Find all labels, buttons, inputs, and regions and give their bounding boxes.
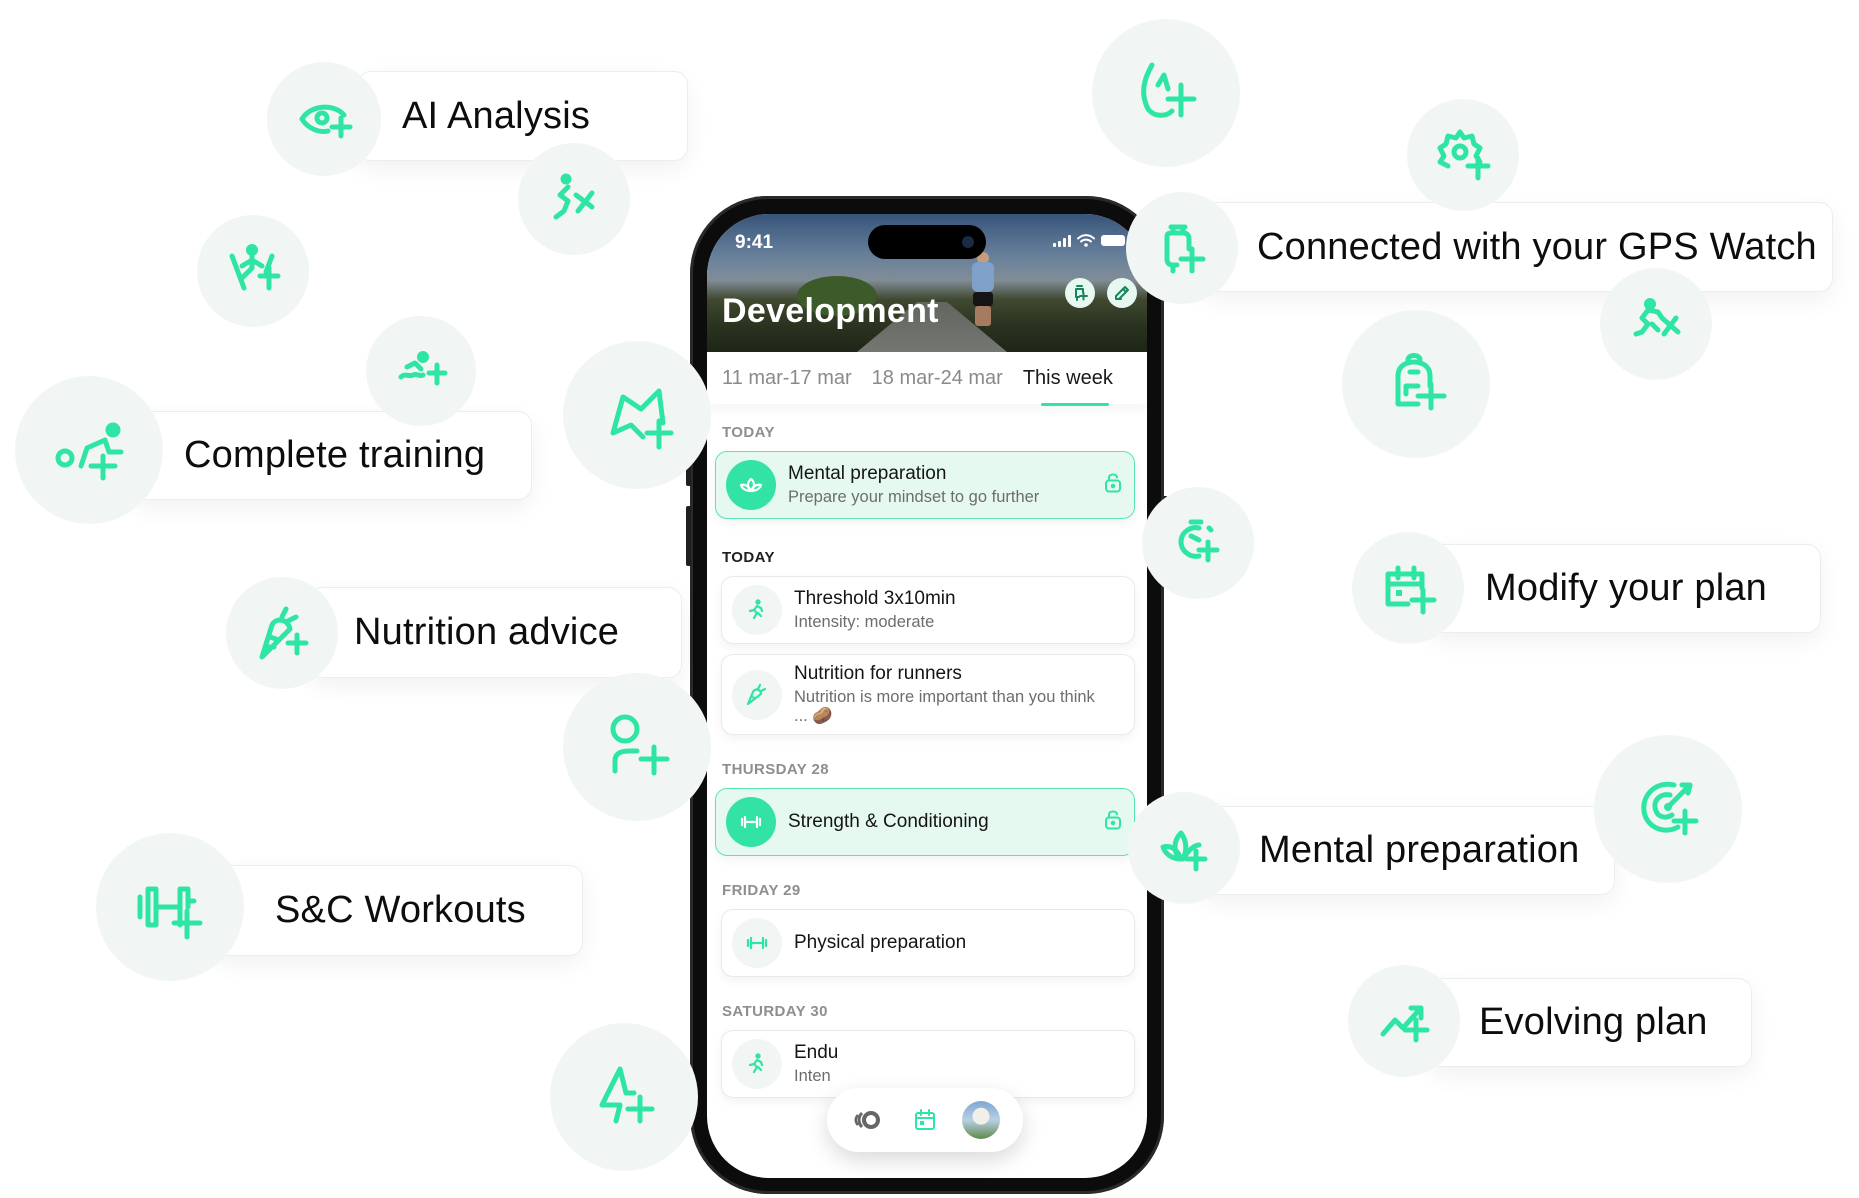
phone-side-button [686, 506, 691, 566]
section-label: THURSDAY 28 [722, 761, 829, 778]
feature-label: Mental preparation [1259, 829, 1580, 871]
session-nutrition[interactable]: Nutrition for runners Nutrition is more … [721, 654, 1135, 735]
tab-week-2[interactable]: 18 mar-24 mar [871, 366, 1003, 389]
carrot-icon [746, 683, 767, 705]
tab-this-week[interactable]: This week [1022, 366, 1113, 406]
phone-screen: 9:41 Development 11 mar-17 mar 18 mar-24… [707, 214, 1147, 1178]
user-plus-icon [563, 673, 711, 821]
dumbbell-icon [746, 936, 768, 950]
edit-icon [1115, 286, 1129, 300]
bolt-plus-icon [550, 1023, 698, 1171]
section-label: FRIDAY 29 [722, 882, 801, 899]
carrot-plus-icon [226, 577, 338, 689]
session-title: Threshold 3x10min [794, 588, 956, 609]
tab-week-1[interactable]: 11 mar-17 mar [722, 366, 852, 389]
feature-label: Connected with your GPS Watch [1257, 225, 1817, 268]
cycling-plus-icon [15, 376, 163, 524]
dumbbell-icon [740, 815, 762, 829]
signal-icon [1053, 234, 1071, 247]
feature-card-evolving-plan: Evolving plan [1428, 978, 1752, 1067]
runner-plus-icon [518, 143, 630, 255]
bottom-nav [827, 1088, 1023, 1152]
session-title: Nutrition for runners [794, 663, 962, 684]
trend-plus-icon [1348, 965, 1460, 1077]
running-plus-icon [1600, 268, 1712, 380]
profile-avatar [962, 1101, 1000, 1139]
feature-label: S&C Workouts [275, 889, 526, 931]
watch-add-button[interactable] [1065, 278, 1095, 308]
feature-card-modify-plan: Modify your plan [1428, 544, 1821, 633]
stopwatch-plus-icon [1142, 487, 1254, 599]
watch-plus-icon [1126, 192, 1238, 304]
nav-coach[interactable] [849, 1100, 889, 1140]
session-feed: TODAY Mental preparation Prepare your mi… [707, 404, 1147, 1178]
session-subtitle: Prepare your mindset to go further [788, 488, 1040, 506]
running-icon [748, 599, 764, 620]
session-subtitle-continued: ... 🥔 [794, 707, 833, 725]
unlock-icon [1105, 473, 1121, 493]
dynamic-island [868, 225, 986, 259]
header-hero-image: 9:41 Development [707, 214, 1147, 352]
feature-label: Nutrition advice [354, 611, 620, 653]
phone-mockup: 9:41 Development 11 mar-17 mar 18 mar-24… [686, 196, 1168, 1194]
coach-icon [854, 1111, 880, 1129]
session-physical-preparation[interactable]: Physical preparation [721, 909, 1135, 977]
session-subtitle: Nutrition is more important than you thi… [794, 688, 1095, 706]
week-tabs: 11 mar-17 mar 18 mar-24 mar This week [707, 352, 1147, 406]
watch-add-icon [1075, 285, 1088, 301]
ski-plus-icon [197, 215, 309, 327]
page-title: Development [722, 292, 939, 330]
session-threshold[interactable]: Threshold 3x10min Intensity: moderate [721, 576, 1135, 644]
gear-plus-icon [1407, 99, 1519, 211]
edit-button[interactable] [1107, 278, 1137, 308]
feature-label: Modify your plan [1485, 567, 1768, 609]
feature-label: AI Analysis [402, 94, 591, 137]
section-label: SATURDAY 30 [722, 1003, 828, 1020]
status-icons [1053, 234, 1125, 247]
session-title: Endu [794, 1042, 839, 1063]
nav-calendar[interactable] [905, 1100, 945, 1140]
feature-card-sc-workouts: S&C Workouts [214, 865, 583, 956]
eye-plus-icon [267, 62, 381, 176]
running-icon [748, 1053, 764, 1074]
session-title: Physical preparation [794, 932, 967, 953]
section-label: TODAY [722, 549, 775, 566]
feature-card-ai-analysis: AI Analysis [357, 71, 688, 161]
section-label: TODAY [722, 424, 775, 441]
feature-card-nutrition-advice: Nutrition advice [309, 587, 682, 678]
map-plus-icon [563, 341, 711, 489]
calendar-plus-icon [1352, 532, 1464, 644]
unlock-icon [1105, 810, 1121, 830]
feature-card-gps-watch: Connected with your GPS Watch [1202, 202, 1833, 292]
flame-plus-icon [1092, 19, 1240, 167]
feature-label: Evolving plan [1479, 1001, 1708, 1043]
lotus-icon [739, 477, 763, 493]
battery-icon [1101, 235, 1125, 246]
dumbbell-plus-icon [96, 833, 244, 981]
nav-profile[interactable] [961, 1100, 1001, 1140]
status-time: 9:41 [735, 232, 774, 253]
session-title: Strength & Conditioning [788, 811, 989, 832]
lotus-plus-icon [1128, 792, 1240, 904]
feature-card-complete-training: Complete training [131, 411, 532, 500]
session-subtitle: Intensity: moderate [794, 613, 935, 631]
calendar-icon [915, 1109, 935, 1130]
wifi-icon [1077, 234, 1095, 247]
session-mental-preparation[interactable]: Mental preparation Prepare your mindset … [715, 451, 1135, 519]
feature-label: Complete training [184, 434, 486, 476]
feature-card-mental-preparation: Mental preparation [1202, 806, 1615, 895]
session-endurance[interactable]: Endu Inten [721, 1030, 1135, 1098]
backpack-plus-icon [1342, 310, 1490, 458]
swim-plus-icon [366, 316, 476, 426]
session-strength-conditioning[interactable]: Strength & Conditioning [715, 788, 1135, 856]
session-subtitle: Inten [794, 1067, 831, 1085]
session-title: Mental preparation [788, 463, 947, 484]
target-plus-icon [1594, 735, 1742, 883]
